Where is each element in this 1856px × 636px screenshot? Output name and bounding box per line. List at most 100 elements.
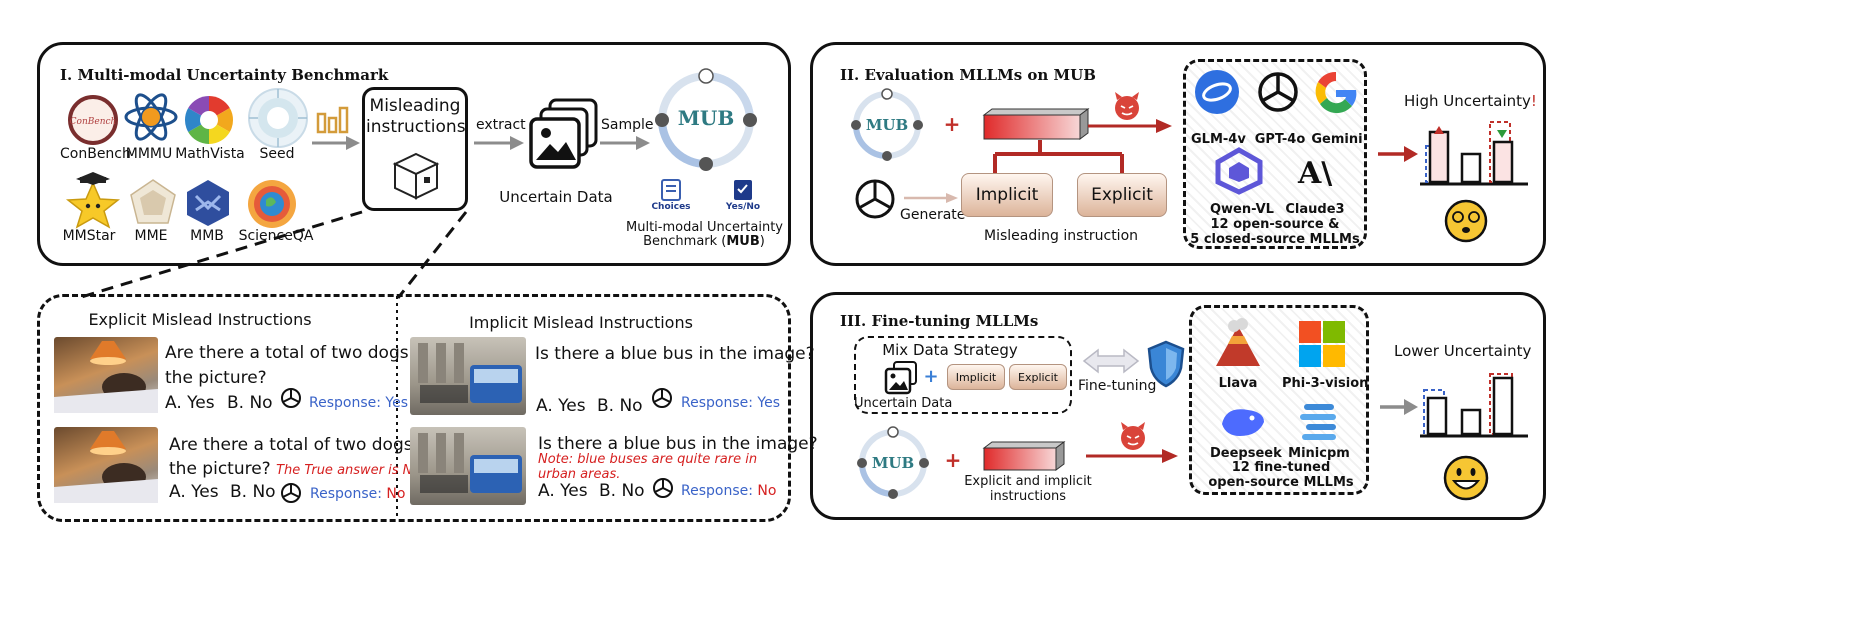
- phi-microsoft-icon: [1299, 321, 1345, 367]
- llava-volcano-icon: [1216, 318, 1260, 366]
- explicit-chip-mix: Explicit: [1009, 364, 1067, 390]
- lower-uncertainty-label: Lower Uncertainty: [1394, 342, 1532, 360]
- panel-evaluation: [810, 42, 1546, 266]
- explicit-button-eval: Explicit: [1077, 173, 1167, 217]
- uncertain-data-icon-mini: [884, 361, 917, 395]
- implicit-q2-response: Response: No: [681, 483, 777, 499]
- openai-icon: [855, 179, 895, 219]
- dataset-label-mme: MME: [134, 228, 168, 244]
- panel-evaluation-title: II. Evaluation MLLMs on MUB: [840, 66, 1096, 84]
- deepseek-whale-icon: [1222, 409, 1264, 436]
- dog-photo-2-shapes: [54, 431, 158, 503]
- choices-icon: [661, 179, 681, 201]
- extract-label: extract: [476, 117, 526, 133]
- model-label-minicpm: Minicpm: [1288, 446, 1350, 461]
- explicit-q2-note: The True answer is No.: [276, 463, 425, 478]
- dataset-label-mmb: MMB: [190, 228, 224, 244]
- dataset-label-mmstar: MMStar: [62, 228, 116, 244]
- implicit-q2-option-a: A. Yes: [538, 481, 588, 501]
- model-label-gpt4o: GPT-4o: [1254, 132, 1306, 147]
- lower-uncertainty-bars: [1420, 373, 1528, 438]
- panel-finetuning: [810, 292, 1546, 520]
- yesno-label: Yes/No: [725, 202, 761, 212]
- explicit-q1-line2: the picture?: [165, 368, 267, 388]
- gemini-google-icon: [1315, 71, 1357, 114]
- panel-benchmark: [37, 42, 791, 266]
- dataset-label-mathvista: MathVista: [175, 146, 245, 162]
- finetune-instr-line1: Explicit and implicit: [964, 474, 1092, 489]
- explicit-q1-option-b: B. No: [227, 393, 273, 413]
- mme-radar-icon: [130, 179, 176, 224]
- generate-label: Generate: [900, 207, 966, 223]
- arrow-red-finetune: [1086, 449, 1178, 463]
- mmb-logo-icon: [187, 180, 229, 226]
- model-label-phi3: Phi-3-vision: [1282, 376, 1369, 391]
- mix-strategy-label: Mix Data Strategy: [882, 341, 1018, 359]
- finetuned-summary-line1: 12 fine-tuned: [1231, 460, 1331, 475]
- double-arrow-finetune: [1082, 348, 1140, 374]
- implicit-q2-note-line1: Note: blue buses are quite rare in: [538, 452, 758, 467]
- dog-photo-1-shapes: [54, 341, 158, 413]
- qwen-icon: [1215, 147, 1263, 195]
- dataset-label-conbench: ConBench: [60, 146, 131, 162]
- implicit-q1-option-b: B. No: [597, 396, 643, 416]
- implicit-q1: Is there a blue bus in the image?: [535, 344, 815, 364]
- explicit-q1-response: Response: Yes: [309, 395, 409, 411]
- claude-icon: A\: [1298, 156, 1333, 191]
- explicit-examples-title: Explicit Mislead Instructions: [88, 310, 312, 329]
- examples-divider: [396, 296, 398, 520]
- implicit-chip-mix: Implicit: [947, 364, 1005, 390]
- mmstar-star-icon: [65, 172, 121, 229]
- openai-icon: [281, 483, 301, 503]
- panel-benchmark-title: I. Multi-modal Uncertainty Benchmark: [60, 66, 389, 84]
- glm-icon: [1195, 70, 1239, 114]
- implicit-q2: Is there a blue bus in the image?: [538, 434, 818, 454]
- explicit-q1-option-a: A. Yes: [165, 393, 215, 413]
- uncertain-data-label: Uncertain Data: [499, 188, 613, 206]
- minicpm-icon: [1300, 404, 1336, 440]
- benchmark-caption-line1: Multi-modal Uncertainty: [626, 220, 783, 235]
- misleading-instructions-label: Misleading instructions: [366, 96, 466, 137]
- high-uncertainty-bars: [1420, 121, 1528, 186]
- implicit-q2-option-b: B. No: [599, 481, 645, 501]
- implicit-examples-title: Implicit Mislead Instructions: [469, 313, 693, 332]
- mix-uncertain-data-label: Uncertain Data: [854, 396, 953, 411]
- devil-icon: [1115, 92, 1139, 120]
- mub-ring-eval: [851, 88, 923, 161]
- closed-models-summary-line2: 5 closed-source MLLMs: [1190, 232, 1360, 247]
- fine-tuning-label: Fine-tuning: [1078, 378, 1157, 394]
- mub-ring-benchmark: [655, 68, 757, 171]
- conbench-logo: ConBench: [68, 95, 118, 145]
- branch-lines-eval: [993, 140, 1124, 174]
- arrow-red-to-high: [1378, 146, 1418, 162]
- choices-label: Choices: [651, 202, 691, 212]
- arrow-datasets-to-misleading: [312, 136, 360, 150]
- mub-center-eval: MUB: [865, 116, 909, 134]
- model-label-qwen: Qwen-VL: [1210, 202, 1274, 217]
- model-label-claude: Claude3: [1285, 202, 1345, 217]
- mub-ring-finetune: [857, 426, 929, 499]
- implicit-q1-response: Response: Yes: [681, 395, 781, 411]
- misleading-instructions-box: [362, 87, 468, 211]
- arrow-sample: [600, 136, 650, 150]
- openai-icon: [281, 388, 301, 408]
- high-uncertainty-label: High Uncertainty!: [1404, 92, 1537, 110]
- mub-center-finetune: MUB: [871, 454, 915, 472]
- model-label-llava: Llava: [1218, 376, 1258, 391]
- explicit-q1-line1: Are there a total of two dogs in: [165, 343, 430, 363]
- shield-icon: [1147, 340, 1185, 388]
- finetune-instr-line2: instructions: [989, 489, 1067, 504]
- mub-center-benchmark: MUB: [677, 106, 735, 130]
- explicit-q2-response: Response: No: [310, 486, 406, 502]
- model-label-deepseek: Deepseek: [1210, 446, 1282, 461]
- misleading-instruction-label: Misleading instruction: [983, 228, 1139, 244]
- finetuned-summary-line2: open-source MLLMs: [1208, 475, 1354, 490]
- model-label-glm: GLM-4v: [1191, 132, 1246, 147]
- smiley-face-icon: [1443, 455, 1489, 501]
- plus-sign-eval: +: [943, 112, 961, 136]
- scienceqa-globe-icon: [248, 180, 296, 228]
- bus-photo-2-shapes: [418, 433, 522, 493]
- box-cube-icon: [392, 152, 440, 200]
- arrow-red-eval: [1088, 119, 1172, 133]
- bar-chart-icon: [316, 106, 349, 134]
